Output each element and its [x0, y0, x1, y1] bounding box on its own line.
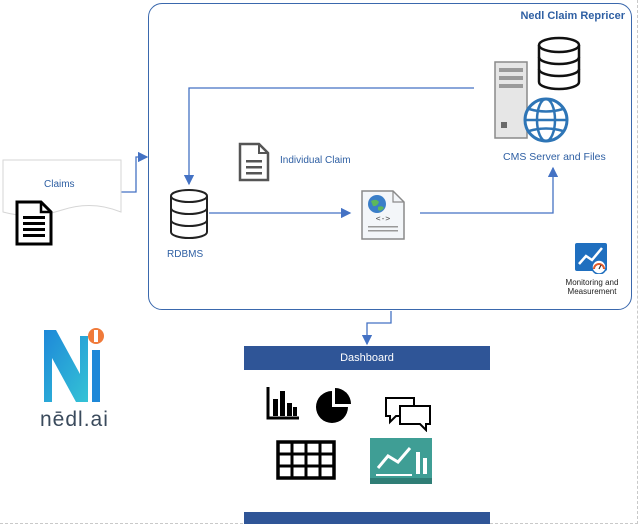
diagram-title: Nedl Claim Repricer	[520, 10, 625, 22]
individual-claim-document-icon	[238, 142, 270, 182]
cms-label: CMS Server and Files	[503, 151, 606, 163]
monitoring-icon	[575, 243, 607, 274]
server-icon	[494, 61, 528, 139]
individual-claim-label: Individual Claim	[280, 155, 351, 166]
pie-chart-icon	[316, 388, 351, 423]
analytics-icon	[370, 438, 432, 484]
monitoring-label: Monitoring and Measurement	[560, 278, 624, 296]
document-icon	[15, 200, 53, 246]
dashboard-header: Dashboard	[244, 346, 490, 370]
nedl-logo	[44, 328, 104, 402]
bar-chart-icon	[266, 387, 299, 420]
logo-text: nēdl.ai	[40, 408, 109, 431]
chat-icon	[385, 397, 431, 432]
claims-label: Claims	[44, 179, 75, 190]
claims-to-boundary-arrow	[120, 151, 149, 193]
monitoring-label-line2: Measurement	[567, 287, 617, 296]
webpage-icon: <->	[361, 190, 405, 240]
table-icon	[276, 440, 336, 480]
boundary-to-dashboard-arrow	[361, 311, 392, 346]
dashboard-footer-bar	[244, 512, 490, 524]
globe-icon	[523, 97, 569, 143]
cms-database-icon	[537, 36, 581, 91]
repricer-boundary: Nedl Claim Repricer	[148, 3, 632, 310]
globe-small-icon	[368, 195, 386, 213]
database-icon	[170, 189, 208, 239]
rdbms-label: RDBMS	[167, 249, 204, 260]
svg-text:<->: <->	[376, 214, 391, 223]
claim-to-cms-arrow	[420, 166, 559, 214]
monitoring-label-line1: Monitoring and	[565, 278, 619, 287]
cms-to-rdbms-arrow	[183, 87, 474, 186]
